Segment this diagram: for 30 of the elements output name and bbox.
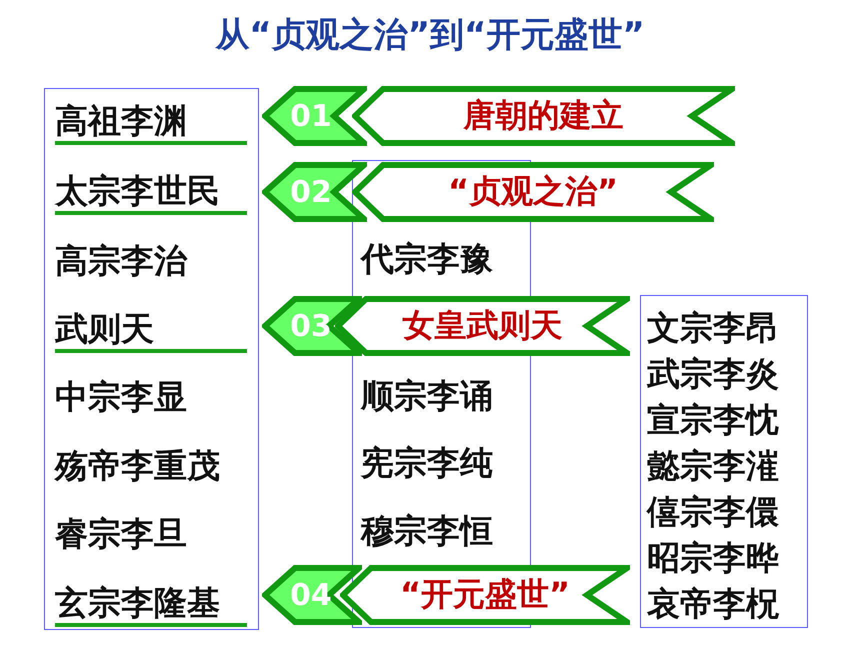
- ruler-name: 殇帝李重茂: [55, 446, 220, 486]
- ruler-name: 懿宗李漼: [647, 446, 779, 486]
- ruler-name: 哀帝李柷: [647, 584, 779, 624]
- ruler-name: 代宗李豫: [361, 239, 493, 279]
- section-number: 02: [290, 174, 332, 210]
- slide-title: 从“贞观之治”到“开元盛世”: [214, 14, 646, 57]
- banner-title: 唐朝的建立: [464, 95, 624, 136]
- section-number: 03: [290, 308, 332, 344]
- ruler-name: 睿宗李旦: [55, 514, 187, 554]
- ruler-name: 玄宗李隆基: [55, 583, 247, 627]
- section-number: 01: [290, 98, 332, 134]
- ruler-name: 僖宗李儇: [647, 492, 779, 532]
- ruler-name: 高宗李治: [55, 241, 187, 281]
- banner-title: “贞观之治”: [448, 171, 618, 212]
- ruler-name: 武宗李炎: [647, 354, 779, 394]
- ruler-name: 太宗李世民: [55, 171, 247, 215]
- banner-title: 女皇武则天: [402, 305, 562, 346]
- ruler-name: 昭宗李晔: [647, 538, 779, 578]
- ruler-name: 宣宗李忱: [647, 400, 779, 440]
- ruler-name: 顺宗李诵: [361, 376, 493, 416]
- ruler-name: 中宗李显: [55, 377, 187, 417]
- ruler-name: 武则天: [55, 309, 247, 353]
- name-list-panel: [44, 88, 259, 630]
- ruler-name: 高祖李渊: [55, 101, 247, 145]
- ruler-name: 宪宗李纯: [361, 443, 493, 483]
- section-number: 04: [290, 578, 332, 612]
- ruler-name: 穆宗李恒: [361, 511, 493, 551]
- banner-title: “开元盛世”: [400, 574, 570, 615]
- ruler-name: 文宗李昂: [647, 308, 779, 348]
- name-list-panel: [640, 295, 808, 628]
